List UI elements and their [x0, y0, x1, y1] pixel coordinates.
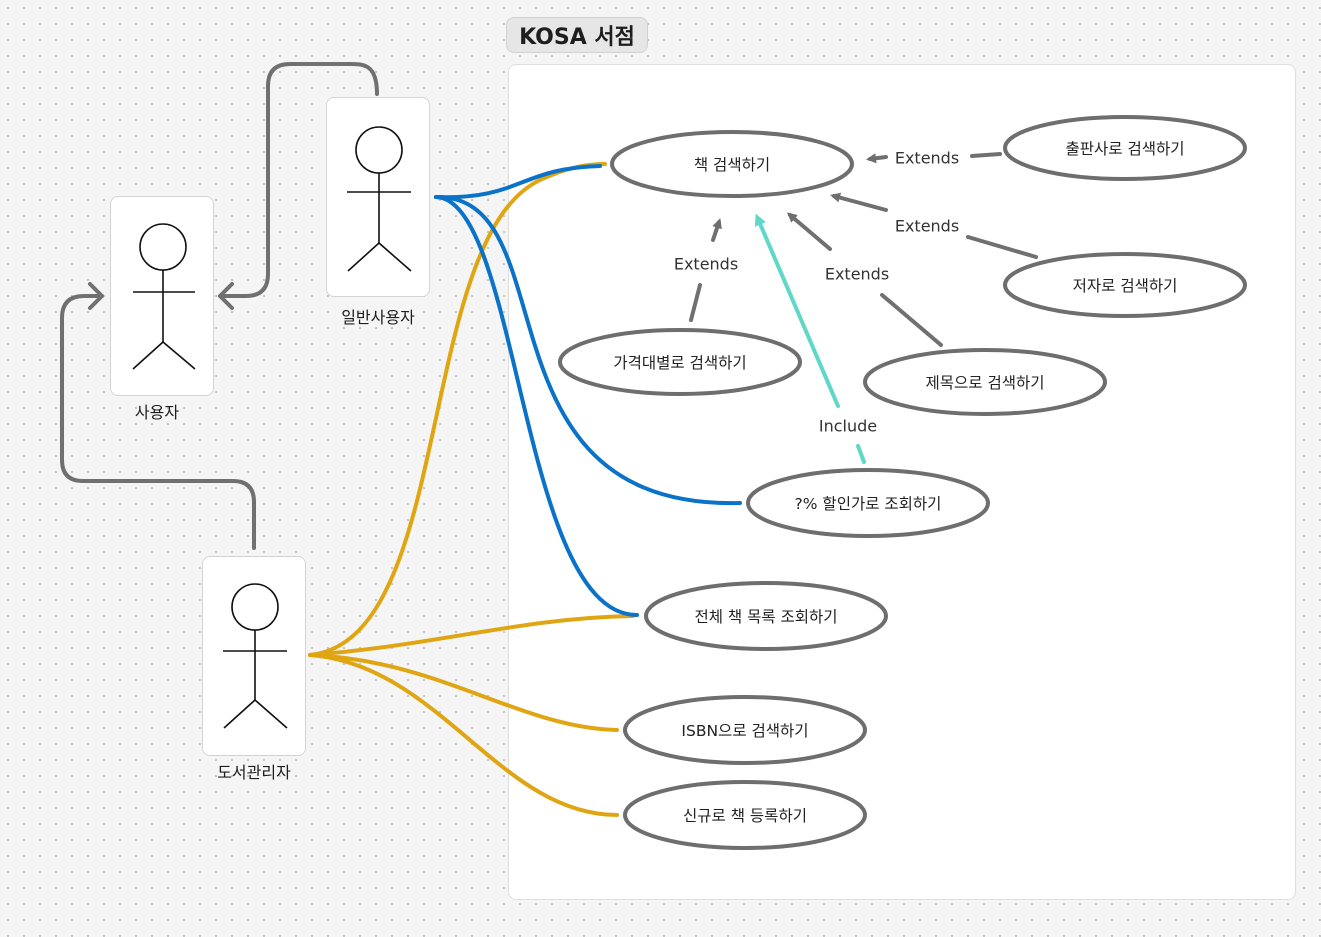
usecase-search-by-price[interactable]: [558, 328, 802, 396]
assoc-general-user-book-search[interactable]: [434, 164, 602, 200]
actor-user[interactable]: [110, 196, 214, 396]
frame-title[interactable]: KOSA 서점: [506, 17, 648, 53]
arrowhead-icon: [218, 282, 234, 310]
extend-link-title-arrow: [786, 212, 832, 251]
extends-label-title: Extends: [824, 264, 890, 284]
usecase-book-search-label: 책 검색하기: [693, 156, 771, 174]
usecase-list-all-books[interactable]: [644, 581, 888, 651]
extends-label-price: Extends: [673, 254, 739, 274]
actor-general-user[interactable]: [326, 97, 430, 297]
usecase-search-by-title-label: 제목으로 검색하기: [925, 374, 1045, 392]
assoc-general-user-discount[interactable]: [434, 194, 742, 506]
usecase-search-by-isbn-label: ISBN으로 검색하기: [681, 722, 809, 740]
extend-link-price[interactable]: [689, 283, 702, 322]
usecase-search-by-publisher-label: 출판사로 검색하기: [1065, 140, 1185, 158]
usecase-search-by-author[interactable]: [1003, 252, 1247, 318]
usecase-discount-lookup[interactable]: [746, 468, 990, 538]
assoc-librarian-list-all[interactable]: [308, 614, 635, 657]
actor-librarian-label: 도서관리자: [217, 763, 291, 782]
extends-label-publisher: Extends: [894, 148, 960, 168]
usecase-search-by-author-label: 저자로 검색하기: [1072, 277, 1178, 295]
usecase-search-by-title[interactable]: [863, 348, 1107, 416]
generalization-link-general-user[interactable]: [220, 61, 379, 298]
usecase-search-by-price-label: 가격대별로 검색하기: [613, 354, 747, 372]
include-link-discount[interactable]: [856, 444, 866, 464]
usecase-register-new-book-label: 신규로 책 등록하기: [683, 807, 807, 825]
usecase-book-search[interactable]: [610, 130, 854, 198]
include-link-discount-arrow: [754, 213, 840, 408]
extend-link-title[interactable]: [880, 293, 943, 347]
assoc-librarian-isbn[interactable]: [308, 653, 619, 732]
assoc-librarian-register[interactable]: [308, 653, 619, 817]
actor-user-label: 사용자: [134, 403, 180, 422]
usecase-list-all-books-label: 전체 책 목록 조회하기: [694, 608, 838, 626]
usecase-search-by-isbn[interactable]: [623, 695, 867, 765]
extend-link-author[interactable]: [966, 235, 1038, 259]
extends-label-author: Extends: [894, 216, 960, 236]
extend-link-price-arrow: [711, 218, 722, 242]
include-label-discount: Include: [818, 416, 878, 436]
stick-figure-icon: [132, 223, 196, 370]
usecase-search-by-publisher[interactable]: [1003, 115, 1247, 181]
usecase-discount-lookup-label: ?% 할인가로 조회하기: [794, 495, 942, 513]
arrowhead-icon: [88, 282, 104, 310]
usecase-register-new-book[interactable]: [623, 780, 867, 850]
assoc-general-user-list-all[interactable]: [434, 195, 639, 617]
stick-figure-icon: [347, 126, 412, 272]
actor-librarian[interactable]: [202, 556, 306, 756]
stick-figure-icon: [223, 583, 288, 729]
generalization-link-librarian[interactable]: [60, 294, 256, 550]
actor-general-user-label: 일반사용자: [341, 308, 415, 327]
extend-link-publisher-arrow: [866, 153, 888, 164]
extend-link-publisher[interactable]: [970, 152, 1002, 158]
extend-link-author-arrow: [830, 192, 888, 212]
